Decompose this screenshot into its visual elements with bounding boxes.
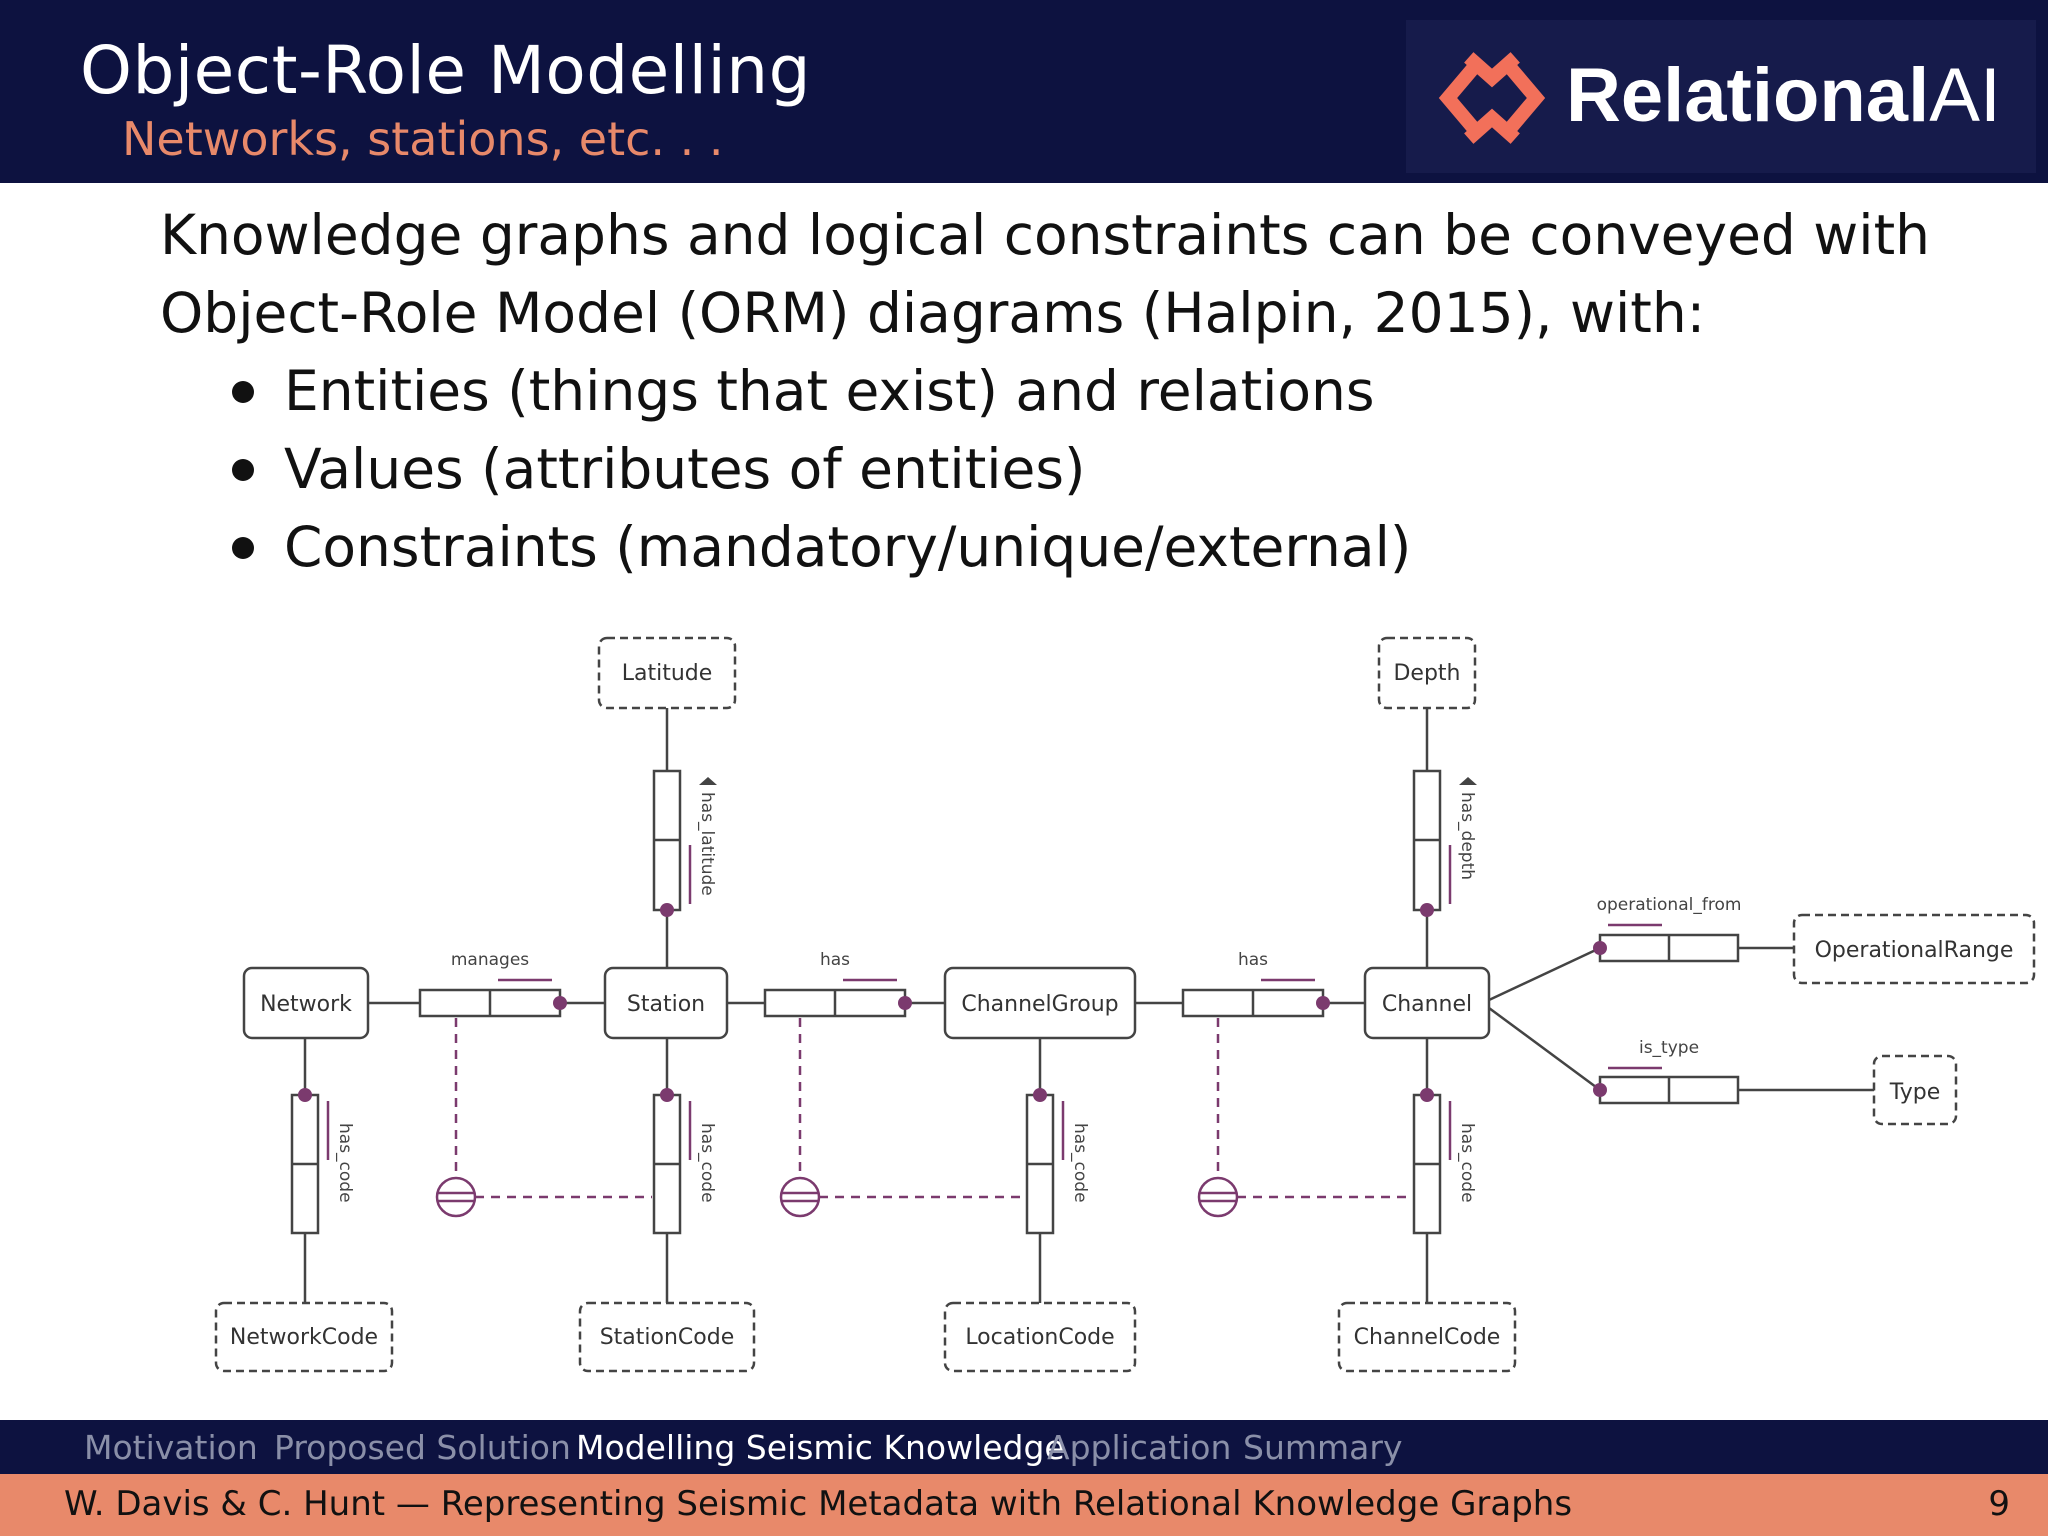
page-number: 9 [1988, 1484, 2010, 1524]
footer-citation: W. Davis & C. Hunt — Representing Seismi… [64, 1484, 1573, 1524]
value-depth-box [1377, 636, 1477, 710]
relationalai-logo-text: RelationalAI [1566, 53, 2002, 138]
bullet-item: Values (attributes of entities) [222, 430, 2020, 508]
nav-item-application[interactable]: Application [1047, 1428, 1232, 1467]
nav-item-motivation[interactable]: Motivation [84, 1428, 258, 1467]
entity-channelgroup-box [943, 966, 1137, 1040]
value-type-box [1872, 1054, 1958, 1126]
entity-network-box [242, 966, 370, 1040]
external-uniqueness-icon [435, 1176, 477, 1218]
entity-channel-label: Channel [1382, 992, 1472, 1017]
role-has-code-label: has_code [697, 1123, 717, 1203]
value-locationcode-label: LocationCode [965, 1325, 1114, 1350]
value-networkcode-box [214, 1301, 394, 1373]
slide-content: Knowledge graphs and logical constraints… [160, 196, 2020, 586]
value-type-label: Type [1889, 1080, 1941, 1105]
role-has-code-label: has_code [1070, 1123, 1090, 1203]
role-has-code-label: has_code [335, 1123, 355, 1203]
bullet-dot-icon [232, 381, 254, 403]
value-depth-label: Depth [1393, 661, 1460, 686]
bullet-dot-icon [232, 537, 254, 559]
value-latitude-box [597, 636, 737, 710]
role-has-depth-label: has_depth [1457, 792, 1477, 880]
value-networkcode-label: NetworkCode [230, 1325, 378, 1350]
slide-header: Object-Role Modelling Networks, stations… [0, 0, 2048, 183]
value-stationcode-box [578, 1301, 756, 1373]
nav-item-proposed-solution[interactable]: Proposed Solution [274, 1428, 571, 1467]
role-has-latitude-label: has_latitude [697, 792, 717, 896]
intro-line-2: Object-Role Model (ORM) diagrams (Halpin… [160, 281, 1706, 345]
orm-diagram: Network Station ChannelGroup Channel Lat… [214, 636, 2036, 1373]
role-operational-from-label: operational_from [1597, 895, 1742, 915]
bullet-list: Entities (things that exist) and relatio… [160, 352, 2020, 586]
entity-station-box [603, 966, 729, 1040]
value-channelcode-label: ChannelCode [1354, 1325, 1501, 1350]
value-stationcode-label: StationCode [600, 1325, 735, 1350]
nav-item-summary[interactable]: Summary [1243, 1428, 1403, 1467]
bullet-item: Constraints (mandatory/unique/external) [222, 508, 2020, 586]
value-locationcode-box [943, 1301, 1137, 1373]
entity-station-label: Station [627, 992, 705, 1017]
external-uniqueness-icon [1197, 1176, 1239, 1218]
role-has-label: has [1238, 950, 1268, 970]
intro-line-1: Knowledge graphs and logical constraints… [160, 203, 1930, 267]
section-nav: Motivation Proposed Solution Modelling S… [0, 1420, 2048, 1474]
entity-channelgroup-label: ChannelGroup [961, 992, 1118, 1017]
external-uniqueness-icon [779, 1176, 821, 1218]
value-operationalrange-box [1792, 913, 2036, 985]
nav-item-modelling-seismic-knowledge[interactable]: Modelling Seismic Knowledge [576, 1428, 1065, 1467]
entity-channel-box [1363, 966, 1491, 1040]
role-is-type-label: is_type [1639, 1038, 1699, 1058]
role-has-label: has [820, 950, 850, 970]
slide-title: Object-Role Modelling [80, 32, 812, 109]
slide-footer: W. Davis & C. Hunt — Representing Seismi… [0, 1474, 2048, 1536]
slide-subtitle: Networks, stations, etc. . . [122, 112, 724, 166]
value-latitude-label: Latitude [622, 661, 713, 686]
relationalai-logo-icon [1438, 52, 1546, 144]
relationalai-logo: RelationalAI [1406, 20, 2036, 173]
role-manages-label: manages [451, 950, 529, 970]
role-has-code-label: has_code [1457, 1123, 1477, 1203]
intro-text: Knowledge graphs and logical constraints… [160, 196, 2020, 352]
bullet-dot-icon [232, 459, 254, 481]
entity-network-label: Network [260, 992, 352, 1017]
value-channelcode-box [1337, 1301, 1517, 1373]
value-operationalrange-label: OperationalRange [1815, 938, 2014, 963]
bullet-item: Entities (things that exist) and relatio… [222, 352, 2020, 430]
